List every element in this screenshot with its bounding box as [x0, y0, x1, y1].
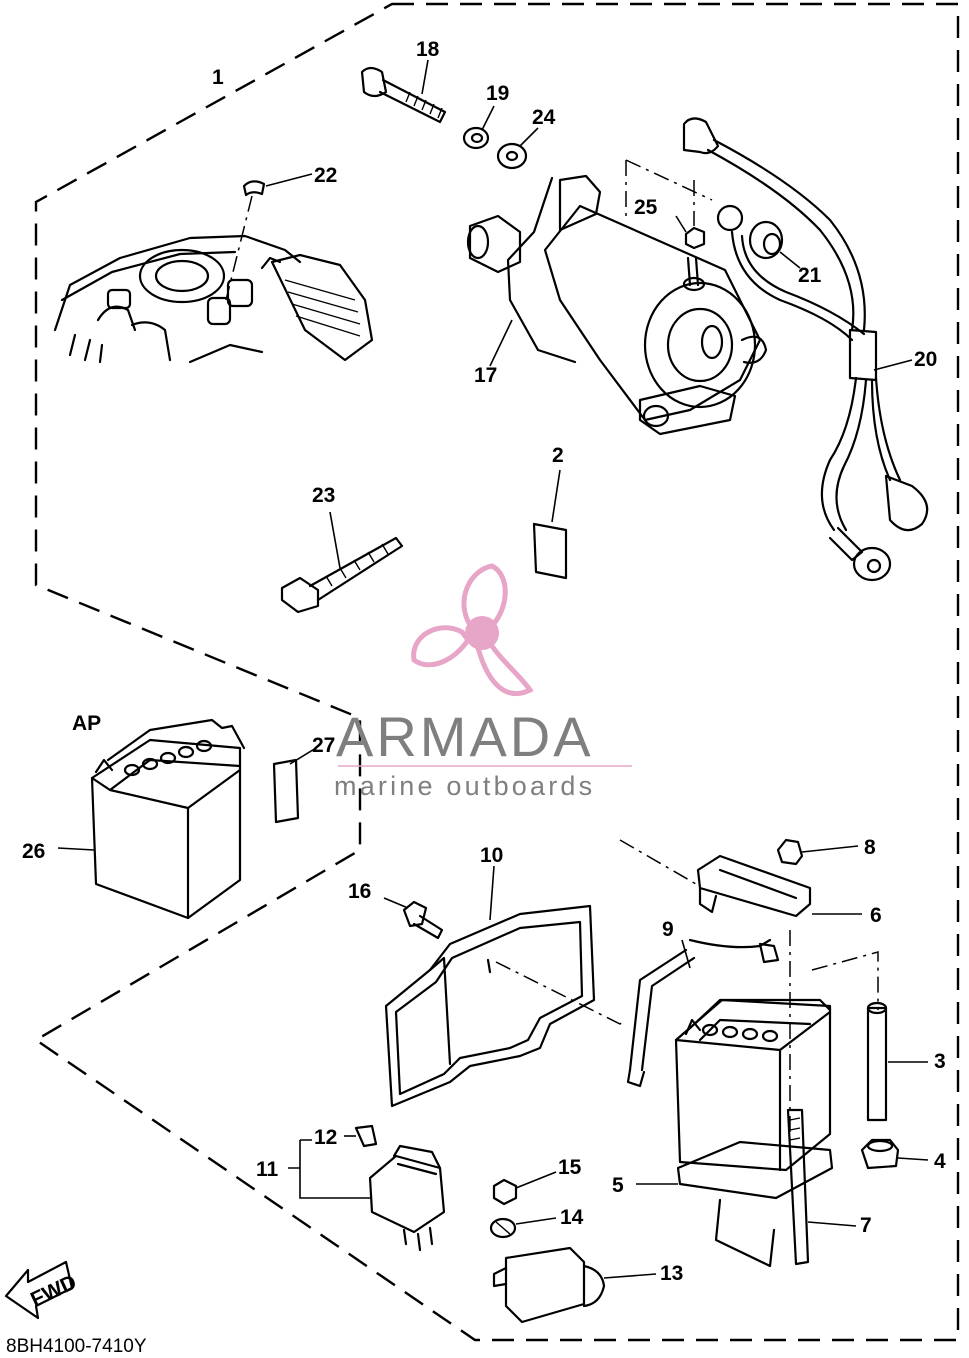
- nut-15: [492, 1178, 518, 1206]
- callout-22: 22: [314, 164, 337, 187]
- grommet-4: [860, 1138, 900, 1170]
- callout-15: 15: [558, 1156, 582, 1179]
- washer-14: [489, 1217, 517, 1239]
- callout-25: 25: [634, 196, 658, 219]
- ap-label: AP: [72, 712, 101, 735]
- clip-22: [242, 180, 266, 197]
- callout-26: 26: [22, 840, 45, 863]
- watermark-brand: ARMADA: [336, 705, 594, 768]
- battery-tray-5: [676, 1140, 834, 1268]
- callout-17: 17: [474, 364, 497, 387]
- watermark-tagline: marine outboards: [334, 771, 595, 801]
- pipe-3: [866, 1001, 888, 1122]
- assembly-guide-lines: [495, 839, 879, 1025]
- label-2: [532, 522, 568, 580]
- rectifier-13: [492, 1246, 606, 1324]
- callout-19: 19: [486, 82, 509, 105]
- battery-26: [90, 718, 246, 920]
- battery-cover-10: [384, 904, 596, 1108]
- callout-21: 21: [798, 264, 822, 287]
- callout-11: 11: [256, 1158, 279, 1181]
- callout-5: 5: [612, 1174, 624, 1197]
- callout-27: 27: [312, 734, 335, 757]
- cap-21: [748, 220, 784, 260]
- starter-motor-17: [466, 174, 768, 436]
- cable-tie-23: [280, 536, 404, 614]
- battery-lead-9: [626, 938, 780, 1088]
- callout-24: 24: [532, 106, 556, 129]
- callout-10: 10: [480, 844, 503, 867]
- armada-propeller-logo: [411, 563, 534, 697]
- callout-16: 16: [348, 880, 371, 903]
- fwd-label: FWD: [27, 1271, 80, 1312]
- callout-12: 12: [314, 1126, 337, 1149]
- bracket-6: [696, 854, 812, 918]
- callout-4: 4: [934, 1150, 946, 1173]
- callout-14: 14: [560, 1206, 584, 1229]
- callout-8: 8: [864, 836, 876, 859]
- callout-2: 2: [552, 444, 564, 467]
- diagram-part-code: 8BH4100-7410Y: [6, 1336, 147, 1357]
- lock-washer-19: [462, 126, 490, 150]
- starter-cable-20: [682, 117, 929, 582]
- battery-in-box: [674, 998, 832, 1172]
- washer-24: [496, 142, 528, 170]
- callout-6: 6: [870, 904, 882, 927]
- relay-11: [368, 1144, 446, 1252]
- group-boundary: [33, 2, 960, 1342]
- screw-16: [402, 900, 444, 940]
- leader-22: [225, 195, 253, 301]
- nut-8: [776, 838, 804, 866]
- callout-7: 7: [860, 1214, 872, 1237]
- leader-25: [625, 159, 713, 222]
- rod-7: [786, 1108, 810, 1266]
- fwd-arrow-icon: FWD: [4, 1260, 80, 1320]
- callout-13: 13: [660, 1262, 683, 1285]
- callout-labels: 1 18 19 24 22 25 21 20 17 2 23 AP 27 26 …: [22, 38, 946, 1285]
- bracket-11: [288, 1139, 372, 1199]
- callout-18: 18: [416, 38, 440, 61]
- callout-1: 1: [212, 66, 224, 89]
- bolt-18: [360, 66, 447, 124]
- callout-9: 9: [662, 918, 674, 941]
- label-27: [272, 758, 300, 824]
- nut-25: [684, 226, 706, 250]
- clip-12: [354, 1124, 378, 1148]
- engine-block-fragment: [53, 234, 374, 364]
- callout-23: 23: [312, 484, 335, 507]
- callout-20: 20: [914, 348, 937, 371]
- callout-3: 3: [934, 1050, 946, 1073]
